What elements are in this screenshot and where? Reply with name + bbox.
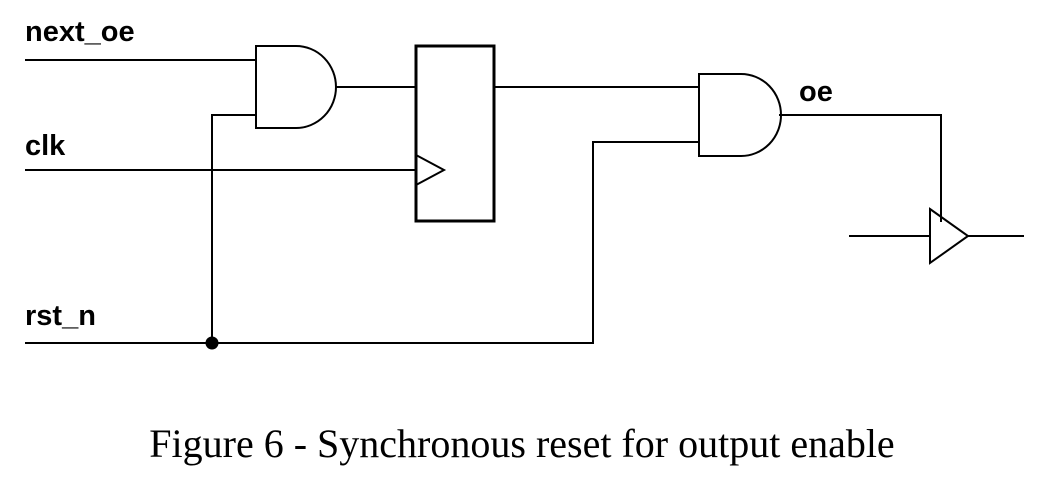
wire-rst-n-branch [211, 114, 256, 343]
label-clk: clk [25, 130, 66, 162]
junction-dot [205, 336, 219, 350]
and-gate-1 [255, 45, 337, 129]
and-gate-2 [698, 73, 782, 157]
flip-flop-clock-marker [415, 154, 447, 186]
label-rst-n: rst_n [25, 300, 96, 332]
wire-oe [779, 114, 942, 222]
schematic-drawing [25, 44, 1024, 350]
label-oe: oe [799, 76, 833, 108]
figure-caption: Figure 6 - Synchronous reset for output … [149, 421, 895, 466]
wire-rst-n [25, 141, 699, 344]
label-next-oe: next_oe [25, 16, 135, 48]
flip-flop [414, 44, 496, 223]
tristate-buffer [929, 207, 970, 265]
